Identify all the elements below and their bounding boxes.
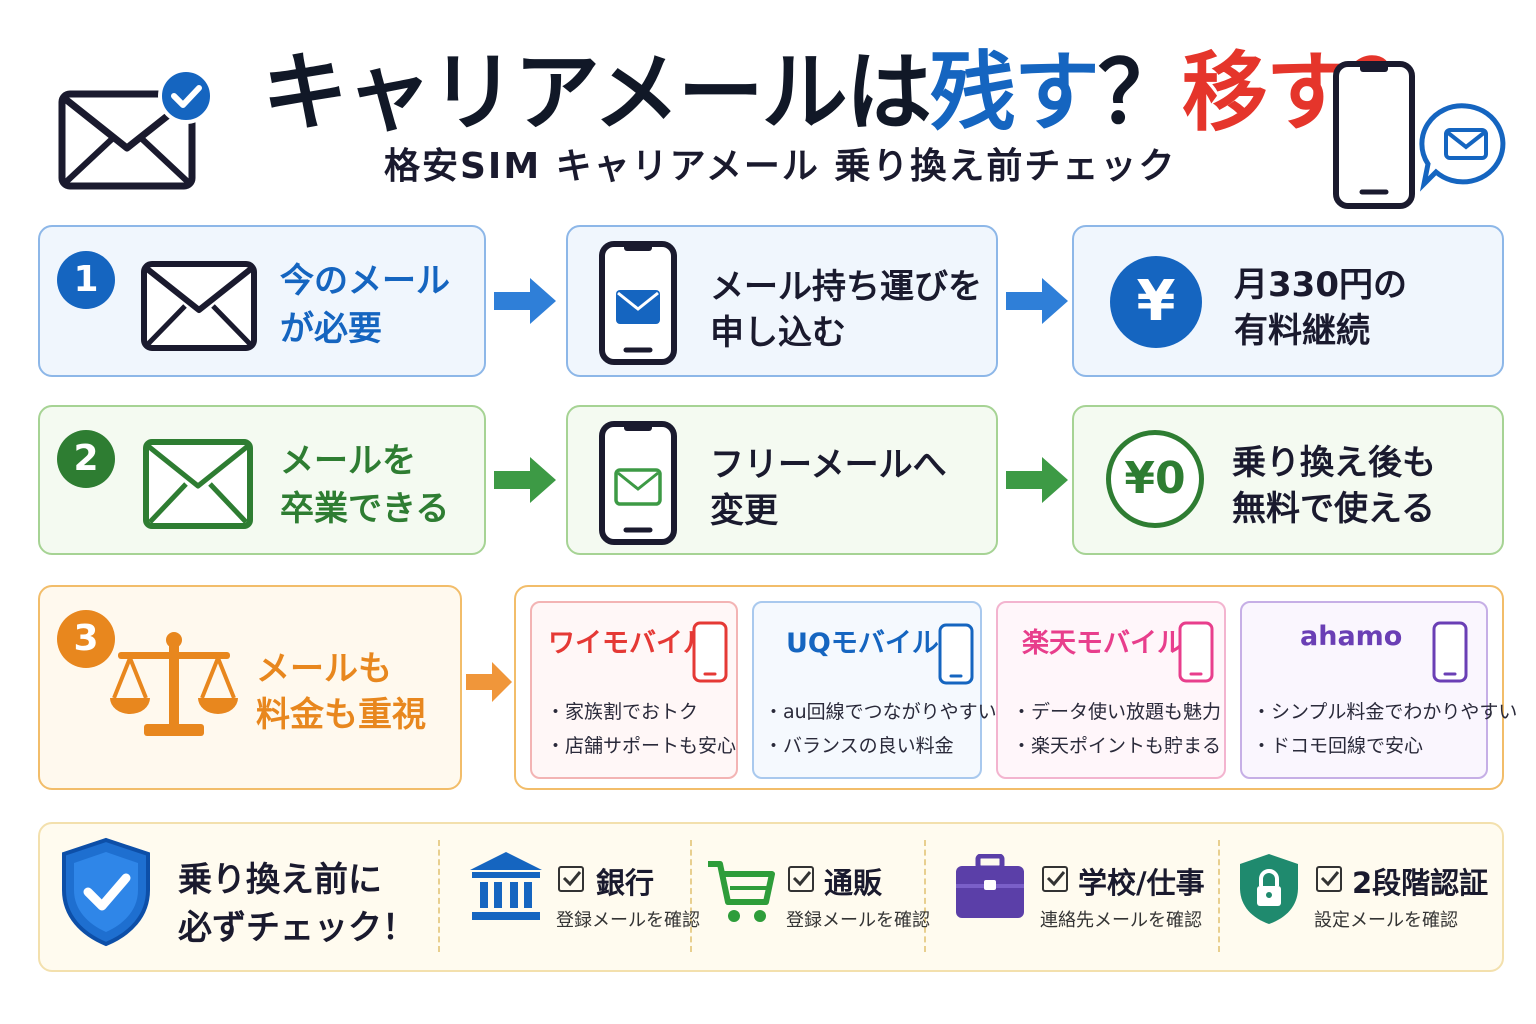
phone-icon	[1178, 621, 1214, 683]
carrier-bullet: ・バランスの良い料金	[764, 735, 954, 757]
briefcase-icon	[956, 854, 1024, 918]
checkbox[interactable]	[1042, 866, 1068, 892]
arrow-right-icon	[1006, 278, 1068, 324]
yen-zero-icon: ¥0	[1106, 430, 1204, 528]
divider	[438, 840, 440, 952]
checkmark-icon	[562, 871, 582, 887]
envelope-green-icon	[143, 439, 253, 529]
check-item-label: 学校/仕事	[1078, 866, 1205, 900]
row3-card-1	[38, 585, 462, 790]
phone-icon	[1432, 621, 1468, 683]
row1-step2-line1: メール持ち運びを	[710, 267, 982, 307]
row1-step3-line1: 月330円の	[1234, 265, 1407, 305]
row2-step2-line1: フリーメールへ	[710, 445, 947, 485]
carrier-bullet: ・ドコモ回線で安心	[1252, 735, 1424, 757]
cart-icon	[708, 861, 775, 922]
carrier-card-uq[interactable]: UQモバイル ・au回線でつながりやすい ・バランスの良い料金	[752, 601, 997, 779]
checklist-title-line2: 必ずチェック！	[178, 908, 416, 948]
row2-number-badge: 2	[57, 430, 115, 488]
checkbox[interactable]	[1316, 866, 1342, 892]
carrier-name: 楽天モバイル	[1022, 628, 1184, 659]
carrier-bullet: ・シンプル料金でわかりやすい	[1252, 701, 1518, 723]
carrier-bullet: ・店舗サポートも安心	[546, 735, 737, 757]
row2-step3-line1: 乗り換え後も	[1232, 443, 1436, 483]
arrow-right-icon	[1006, 457, 1068, 503]
row2-step1-line1: メールを	[280, 441, 416, 481]
title-part-3: ？	[1097, 43, 1184, 143]
row1-step2-line2: 申し込む	[710, 313, 846, 353]
phone-mail-bubble-icon	[1333, 61, 1506, 209]
row3-step1-line2: 料金も重視	[256, 695, 426, 735]
checkmark-icon	[1046, 871, 1066, 887]
envelope-check-icon	[58, 68, 214, 190]
carrier-name: ワイモバイル	[548, 628, 710, 659]
row1-step1-line1: 今のメール	[280, 261, 450, 301]
checkmark-icon	[792, 871, 812, 887]
row1-number-badge: 1	[57, 251, 115, 309]
row2-step3-line2: 無料で使える	[1232, 489, 1435, 529]
carrier-card-ymobile[interactable]: ワイモバイル ・家族割でおトク ・店舗サポートも安心	[530, 601, 738, 779]
checkbox[interactable]	[558, 866, 584, 892]
check-item-sub: 登録メールを確認	[556, 910, 700, 931]
carrier-card-rakuten[interactable]: 楽天モバイル ・データ使い放題も魅力 ・楽天ポイントも貯まる	[996, 601, 1226, 779]
check-item-sub: 設定メールを確認	[1314, 910, 1458, 931]
divider	[924, 840, 926, 952]
checklist-title-line1: 乗り換え前に	[178, 860, 382, 900]
phone-icon	[692, 621, 728, 683]
arrow-right-icon	[466, 662, 512, 702]
row2-step2-line2: 変更	[710, 491, 778, 531]
check-item-label: 2段階認証	[1352, 866, 1489, 900]
bank-icon	[470, 852, 542, 920]
row1-step3-line2: 有料継続	[1234, 311, 1370, 351]
lock-shield-icon	[1240, 854, 1298, 924]
check-item-label: 銀行	[596, 866, 655, 900]
page-subtitle: 格安SIM キャリアメール 乗り換え前チェック	[384, 146, 1177, 187]
row2-card-1	[38, 405, 486, 555]
shield-check-icon	[62, 837, 150, 947]
title-part-1: キャリアメールは	[262, 43, 932, 143]
check-item-sub: 連絡先メールを確認	[1040, 910, 1202, 931]
carrier-bullet: ・家族割でおトク	[546, 701, 699, 723]
envelope-icon	[141, 261, 257, 351]
phone-icon	[938, 623, 974, 685]
row3-step1-line1: メールも	[256, 649, 392, 689]
carrier-bullet: ・au回線でつながりやすい	[764, 701, 997, 723]
carrier-card-ahamo[interactable]: ahamo ・シンプル料金でわかりやすい ・ドコモ回線で安心	[1240, 601, 1517, 779]
phone-mail-icon	[599, 241, 677, 365]
check-item-label: 通販	[824, 866, 883, 900]
title-part-2: 残す	[929, 43, 1100, 143]
checkbox[interactable]	[788, 866, 814, 892]
carrier-bullet: ・楽天ポイントも貯まる	[1012, 735, 1222, 757]
carrier-name: ahamo	[1300, 621, 1403, 652]
page-title: キャリアメールは残す？移す？	[262, 38, 1436, 148]
arrow-right-icon	[494, 278, 556, 324]
carrier-name: UQモバイル	[786, 628, 939, 659]
row2-step1-line2: 卒業できる	[280, 489, 450, 529]
carrier-bullet: ・データ使い放題も魅力	[1012, 701, 1222, 723]
divider	[1218, 840, 1220, 952]
check-item-sub: 登録メールを確認	[786, 910, 930, 931]
checkmark-icon	[1320, 871, 1340, 887]
balance-scale-icon	[110, 632, 238, 736]
row3-number-badge: 3	[57, 610, 115, 668]
yen-coin-icon: ¥	[1110, 256, 1202, 348]
arrow-right-icon	[494, 457, 556, 503]
phone-mail-icon	[599, 421, 677, 545]
row1-step1-line2: が必要	[280, 309, 382, 349]
row1-card-1	[38, 225, 486, 377]
divider	[690, 840, 692, 952]
